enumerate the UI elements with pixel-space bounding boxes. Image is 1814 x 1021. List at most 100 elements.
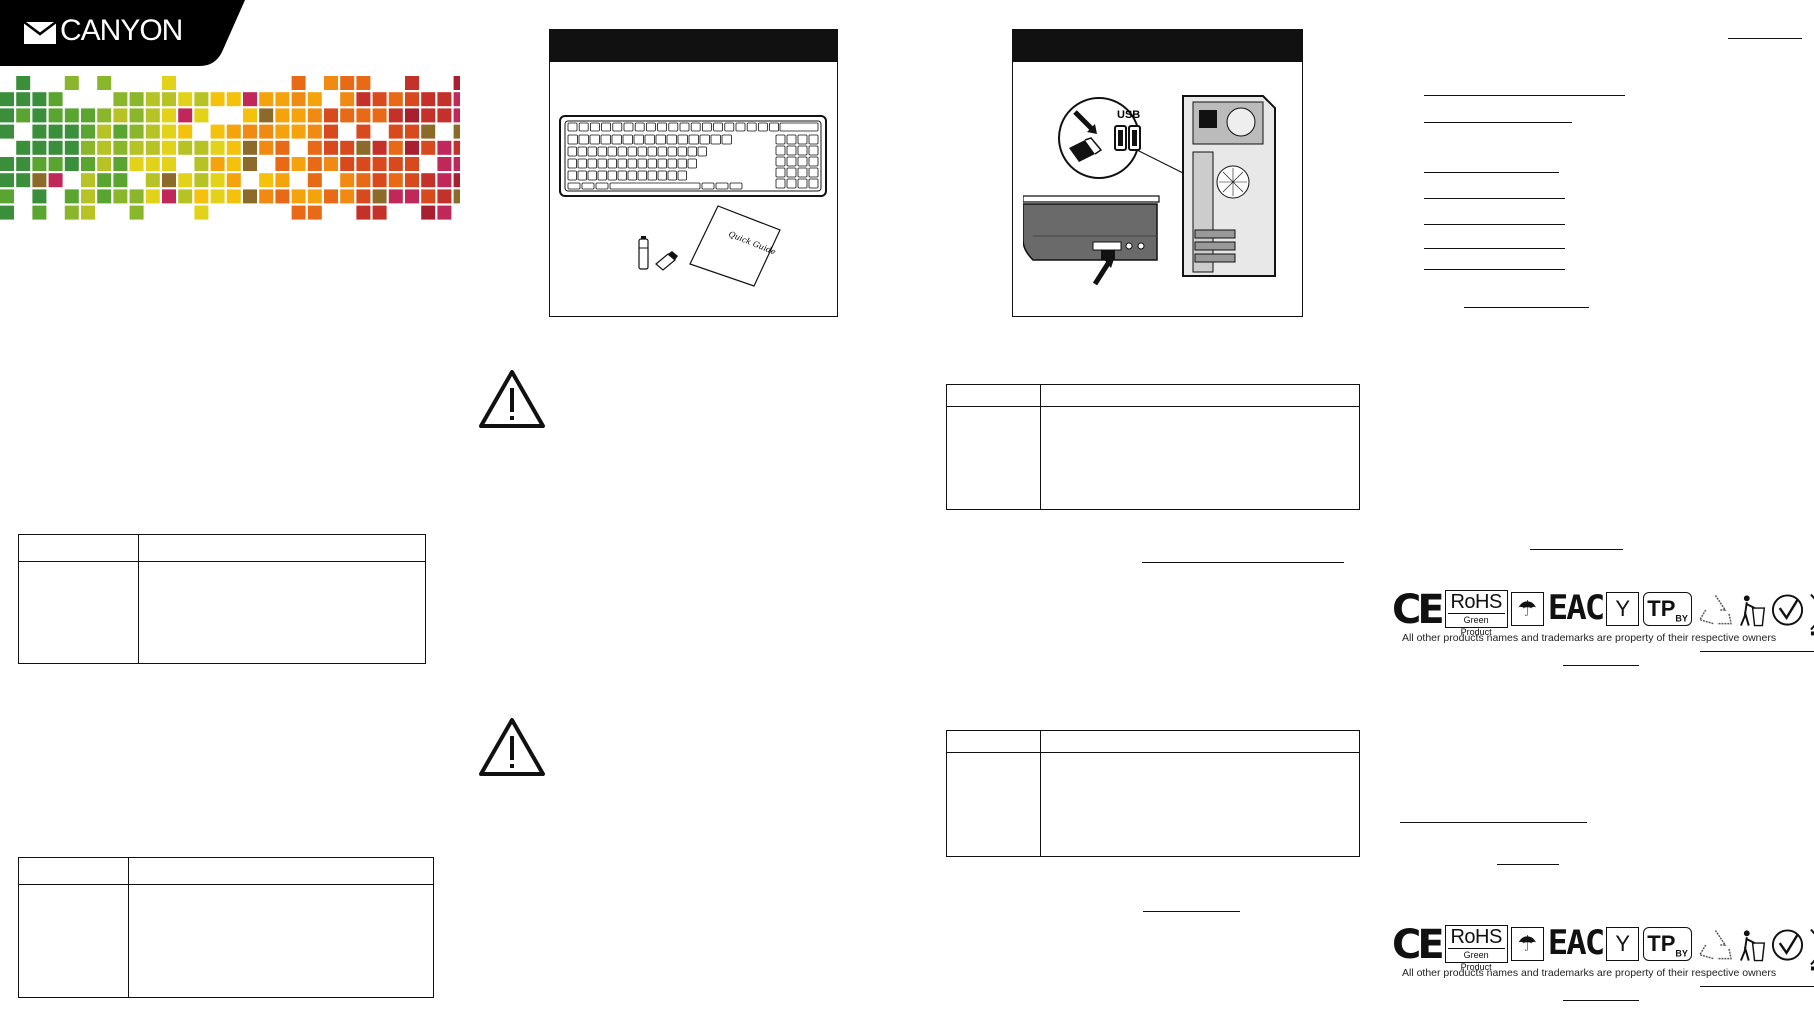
keyboard-key (808, 178, 819, 189)
mosaic-tile (453, 76, 460, 90)
mosaic-tile (324, 157, 338, 171)
keyboard-key (786, 145, 797, 156)
spec-table-divider (1040, 731, 1041, 856)
mosaic-tile (340, 189, 355, 204)
keyboard-key (668, 122, 679, 132)
keyboard-key (713, 122, 724, 132)
mosaic-tile (178, 173, 193, 188)
keyboard-key (687, 146, 697, 157)
keyboard-key (808, 156, 819, 167)
mosaic-tile (64, 189, 79, 204)
keyboard-key (611, 134, 622, 145)
mosaic-tile (145, 124, 160, 139)
mosaic-tile (243, 157, 257, 171)
mosaic-tile (32, 157, 47, 171)
trademark-note: All other products names and trademarks … (1402, 967, 1777, 979)
mosaic-tile (113, 108, 128, 123)
mosaic-tile (291, 205, 306, 220)
mosaic-tile (145, 157, 160, 171)
keyboard-key (587, 170, 597, 181)
mosaic-tile (243, 92, 257, 107)
mosaic-tile (421, 140, 436, 155)
keyboard-key (578, 122, 589, 132)
mosaic-tile (356, 140, 371, 155)
keyboard-key (808, 145, 819, 156)
mosaic-tile (32, 140, 47, 155)
mosaic-tile (388, 173, 403, 188)
mosaic-tile (97, 140, 112, 155)
mosaic-tile (291, 157, 306, 171)
rohs-sub-label: Green Product (1447, 948, 1505, 973)
mosaic-tile (145, 140, 160, 155)
link-underline (1530, 549, 1623, 550)
keyboard-key (786, 167, 797, 178)
tidy-man-bin-icon (1739, 930, 1765, 962)
mosaic-tile (340, 173, 355, 188)
mosaic-tile (178, 92, 193, 107)
keyboard-key (797, 145, 808, 156)
mosaic-tile (307, 189, 322, 204)
mosaic-tile (340, 140, 355, 155)
keyboard-key (657, 158, 667, 169)
envelope-icon (23, 21, 57, 44)
mosaic-tile (388, 157, 403, 171)
keyboard-key (634, 122, 645, 132)
keyboard-key (797, 134, 808, 145)
mosaic-tile (16, 157, 31, 171)
mosaic-tile (129, 189, 144, 204)
keyboard-key (797, 167, 808, 178)
rohs-mark: RoHS Green Product (1444, 925, 1508, 972)
mosaic-tile (388, 92, 403, 107)
keyboard-key (577, 158, 587, 169)
keyboard-key (644, 134, 655, 145)
keyboard-key (577, 146, 587, 157)
keyboard-key (567, 170, 577, 181)
mosaic-tile (453, 173, 460, 188)
battery-icon (638, 236, 649, 270)
keyboard-key (779, 122, 819, 132)
keyboard-key (607, 158, 617, 169)
mosaic-tile (259, 140, 274, 155)
keyboard-key (567, 146, 577, 157)
mosaic-tile (324, 124, 338, 139)
mosaic-tile (48, 157, 63, 171)
mosaic-tile (275, 108, 290, 123)
quick-guide-booklet-icon: Quick Guide (689, 205, 781, 287)
link-underline (1700, 651, 1814, 652)
mosaic-tile (356, 205, 371, 220)
mosaic-tile (16, 92, 31, 107)
keyboard-key (769, 122, 780, 132)
link-underline (1424, 95, 1625, 96)
pixel-mosaic (0, 76, 460, 220)
mosaic-tile (194, 140, 209, 155)
keyboard-key (667, 170, 677, 181)
mosaic-tile (210, 124, 225, 139)
keyboard-key (679, 122, 690, 132)
mosaic-tile (421, 92, 436, 107)
ce-mark: CE (1392, 922, 1445, 968)
keyboard-key (617, 146, 627, 157)
mosaic-tile (194, 108, 209, 123)
mosaic-tile (81, 108, 95, 123)
keyboard-key (735, 122, 746, 132)
mosaic-tile (162, 124, 176, 139)
mosaic-tile (81, 205, 95, 220)
mosaic-tile (0, 92, 14, 107)
mosaic-tile (129, 124, 144, 139)
mosaic-tile (210, 92, 225, 107)
mosaic-tile (32, 108, 47, 123)
mosaic-tile (64, 124, 79, 139)
mosaic-tile (210, 140, 225, 155)
mosaic-tile (113, 189, 128, 204)
laptop-icon (1023, 195, 1160, 286)
spec-table-3 (946, 384, 1360, 510)
mosaic-tile (372, 108, 387, 123)
spec-table-2 (18, 857, 434, 998)
mosaic-tile (243, 189, 257, 204)
mosaic-tile (307, 205, 322, 220)
mosaic-tile (453, 92, 460, 107)
mosaic-tile (259, 92, 274, 107)
mosaic-tile (340, 92, 355, 107)
mosaic-tile (97, 189, 112, 204)
mosaic-tile (291, 108, 306, 123)
